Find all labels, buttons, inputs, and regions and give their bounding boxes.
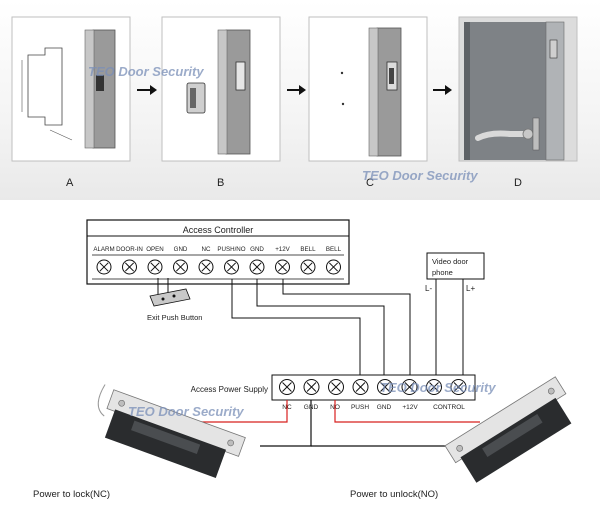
- step-d-panel: [458, 16, 578, 162]
- watermark-3: TEO Door Security: [128, 404, 244, 419]
- exit-button-label: Exit Push Button: [147, 313, 202, 322]
- video-phone-left-lead: L-: [425, 284, 432, 293]
- caption-power-to-unlock: Power to unlock(NO): [350, 489, 438, 500]
- controller-terminal-screw-4: [198, 259, 214, 275]
- video-phone-right-lead: L+: [466, 284, 475, 293]
- power-supply-terminal-screw-0: [279, 379, 295, 395]
- power-supply-terminal-label-4: GND: [377, 404, 392, 411]
- controller-terminal-screw-0: [96, 259, 112, 275]
- power-supply-terminal-label-6: CONTROL: [433, 404, 465, 411]
- power-supply-terminal-screw-6: [426, 379, 442, 395]
- arrow-b-c: [287, 85, 306, 95]
- controller-terminal-label-8: BELL: [300, 246, 316, 253]
- controller-terminal-label-2: OPEN: [146, 246, 164, 253]
- power-supply-terminal-screw-3: [352, 379, 369, 395]
- watermark-2: TEO Door Security: [362, 168, 478, 183]
- controller-terminal-label-4: NC: [202, 246, 211, 253]
- step-label-d: D: [514, 177, 522, 189]
- controller-title: Access Controller: [183, 225, 254, 235]
- exit-push-button: Exit Push Button: [147, 278, 202, 322]
- controller-terminal-screw-2: [147, 259, 163, 275]
- step-label-b: B: [217, 177, 224, 189]
- power-supply-terminal-screws: [279, 379, 467, 395]
- step-a-panel: [11, 16, 131, 162]
- power-supply-title: Access Power Supply: [191, 385, 268, 394]
- nc-electric-strike: [97, 384, 246, 478]
- power-supply-terminal-screw-4: [377, 379, 393, 395]
- power-supply-terminal-label-3: PUSH: [351, 404, 369, 411]
- watermark-4: TEO Door Security: [380, 380, 496, 395]
- video-door-phone: Video door phone L- L+: [425, 252, 485, 293]
- caption-power-to-lock: Power to lock(NC): [33, 489, 110, 500]
- controller-terminal-label-5: PUSH/NO: [217, 246, 245, 253]
- step-label-c: C: [366, 177, 374, 189]
- controller-terminal-label-9: BELL: [326, 246, 342, 253]
- controller-terminal-label-1: DOOR-IN: [116, 246, 143, 253]
- power-supply-terminal-screw-5: [401, 379, 418, 395]
- controller-terminal-screws: [96, 259, 341, 275]
- arrow-a-b: [137, 85, 157, 95]
- controller-terminal-label-0: ALARM: [93, 246, 114, 253]
- no-electric-strike: [444, 376, 572, 483]
- controller-terminal-screw-3: [173, 259, 188, 275]
- step-label-a: A: [66, 177, 74, 189]
- video-phone-line1: Video door: [432, 257, 469, 266]
- arrow-c-d: [433, 85, 452, 95]
- controller-terminal-screw-9: [326, 259, 341, 275]
- controller-terminal-screw-5: [224, 259, 239, 275]
- video-phone-line2: phone: [432, 268, 453, 277]
- controller-terminal-screw-1: [122, 259, 137, 275]
- power-supply-terminal-screw-2: [328, 379, 344, 395]
- lock-wiring: [192, 400, 480, 447]
- controller-terminal-screw-6: [249, 259, 265, 275]
- power-supply-terminal-screw-7: [450, 379, 467, 395]
- controller-terminal-label-3: GND: [174, 246, 188, 253]
- power-supply-terminal-screw-1: [303, 379, 320, 395]
- power-supply-terminal-label-5: +12V: [402, 404, 418, 411]
- controller-terminal-label-6: GND: [250, 246, 264, 253]
- step-b-panel: [161, 16, 281, 162]
- controller-terminal-screw-8: [300, 259, 316, 275]
- wires: [231, 279, 464, 378]
- controller-terminal-screw-7: [275, 259, 290, 275]
- watermark-1: TEO Door Security: [88, 64, 204, 79]
- step-c-panel: [308, 16, 428, 162]
- controller-terminal-label-7: +12V: [275, 246, 290, 253]
